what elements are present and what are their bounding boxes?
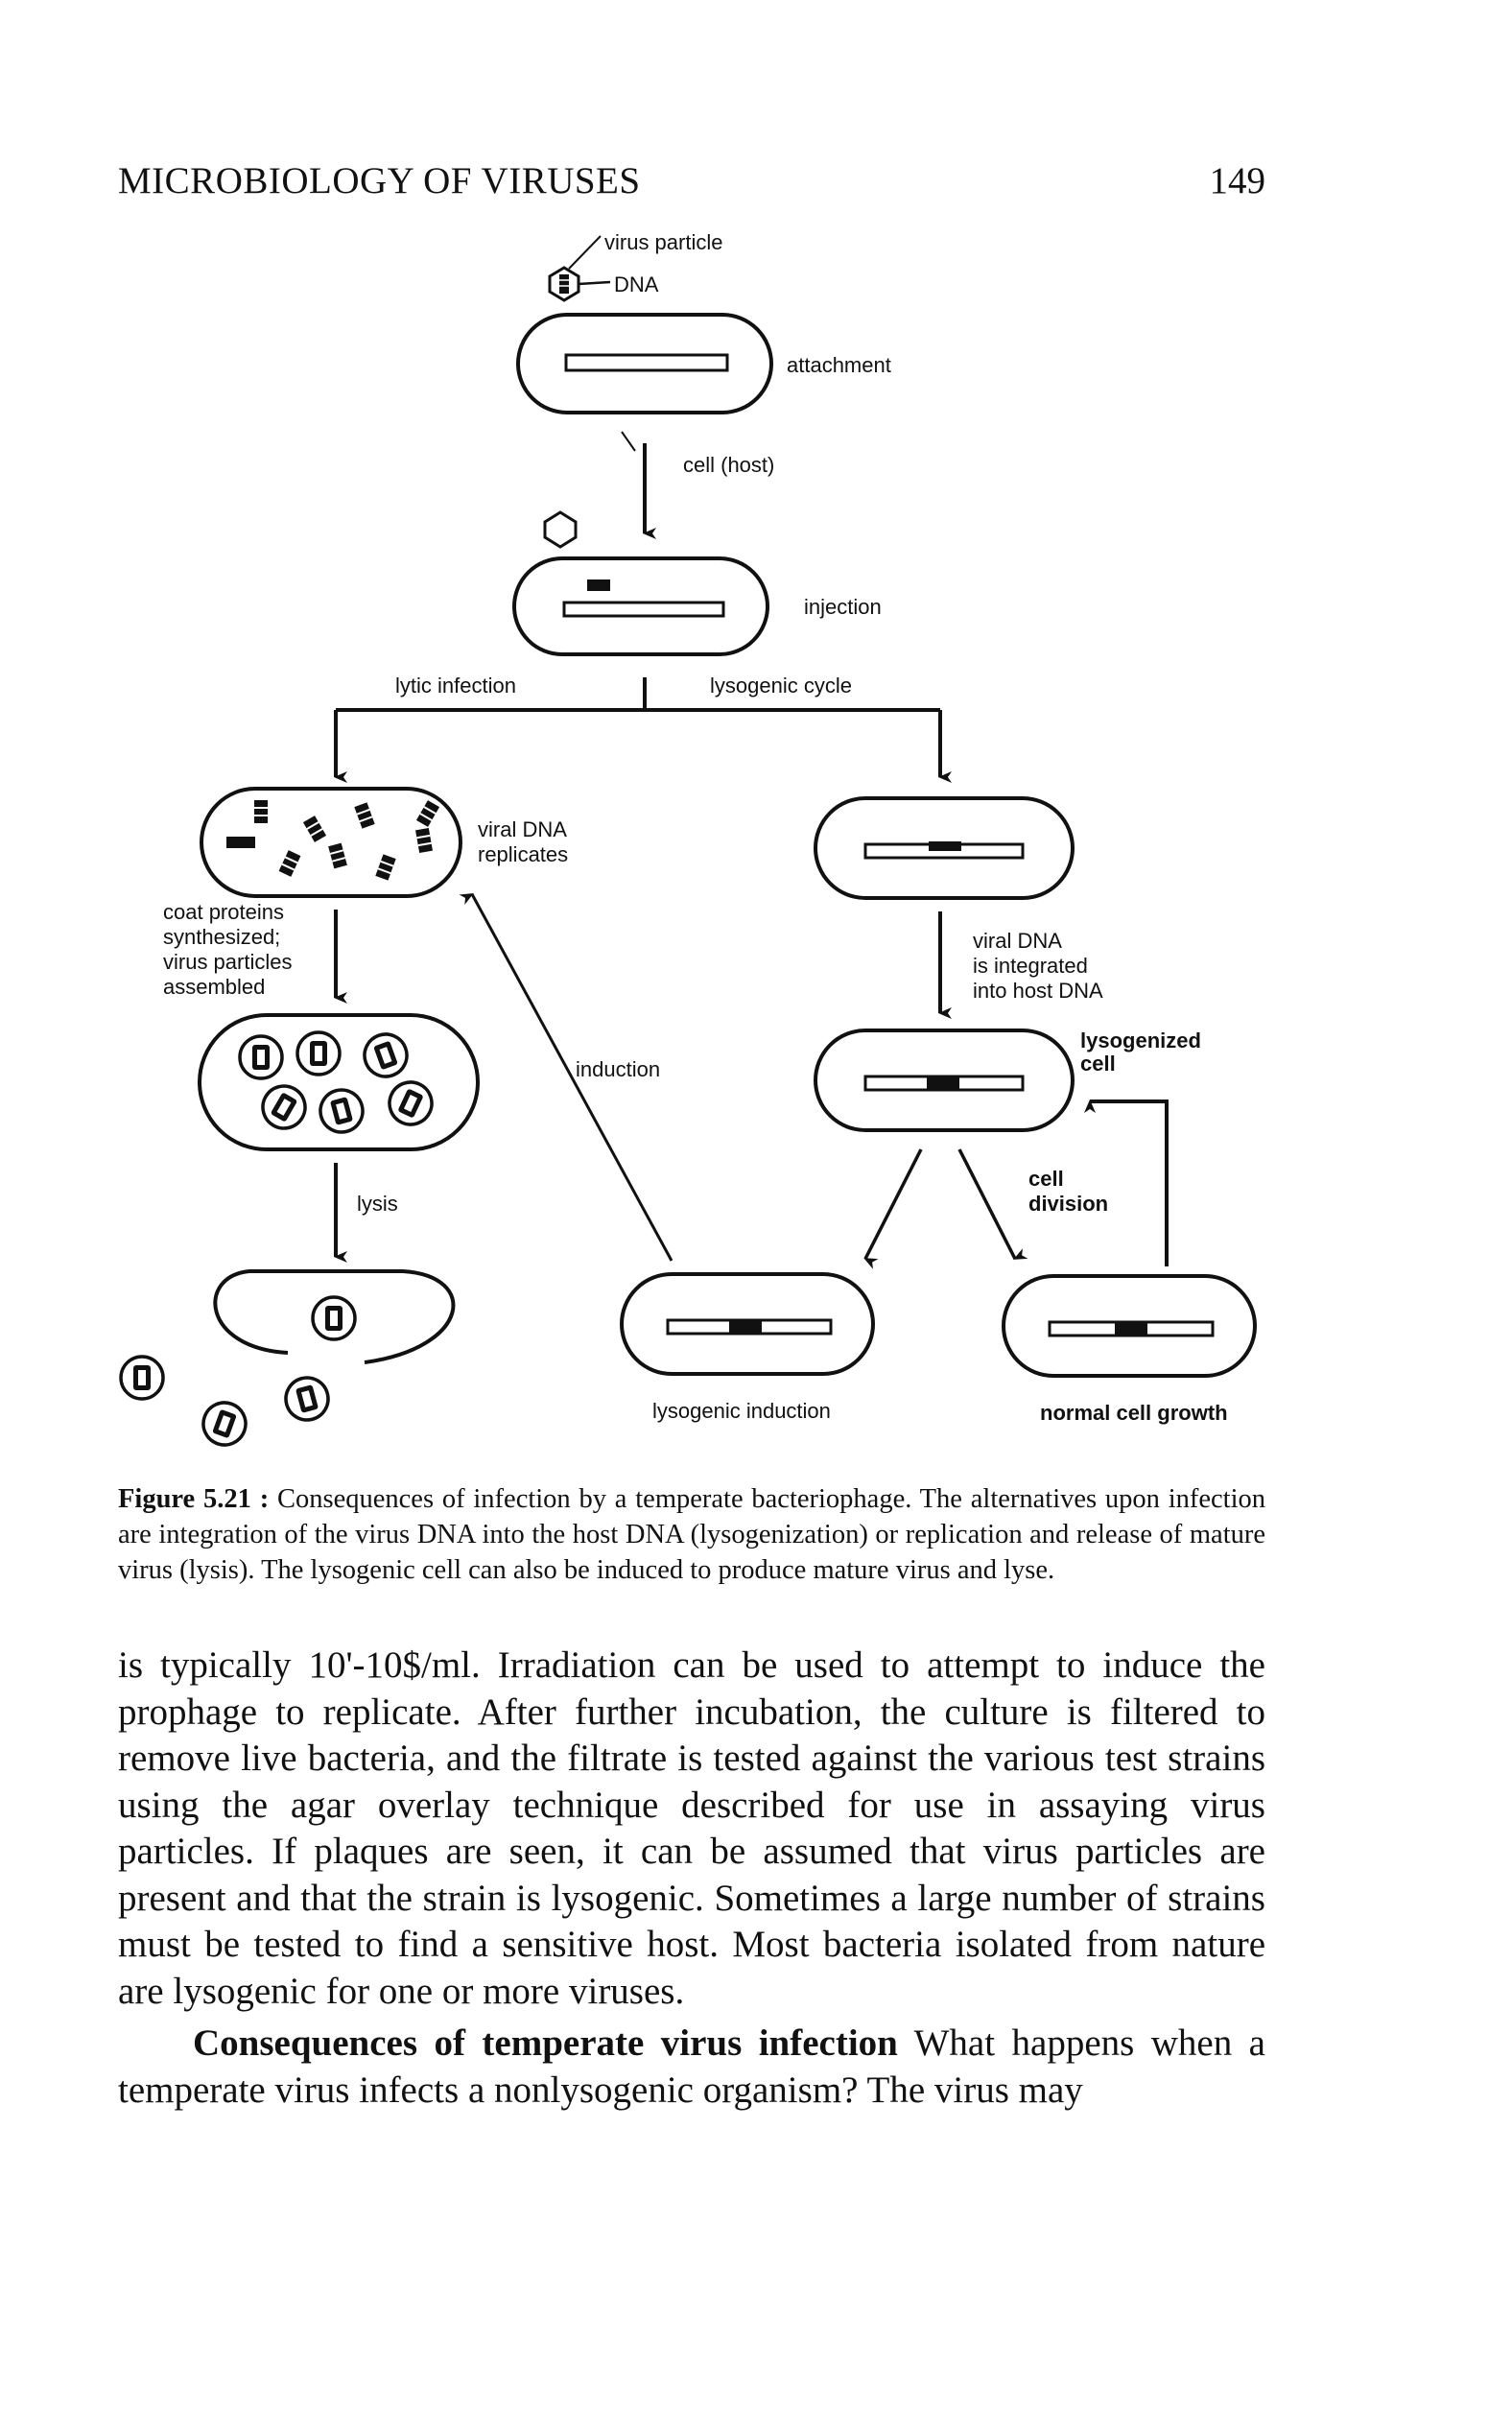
- division-arrow-left: [863, 1148, 923, 1269]
- virus-particle-label: virus particle: [604, 230, 722, 254]
- division-arrow-right: [957, 1148, 1028, 1260]
- lysed-cell: [119, 1269, 456, 1453]
- lysogenized-cell: [814, 1029, 1075, 1132]
- prophage-cell: [814, 796, 1075, 900]
- integrated-label-2: is integrated: [973, 954, 1088, 978]
- viral-dna-replicates-label-1: viral DNA: [478, 817, 567, 841]
- coat-proteins-label-4: assembled: [163, 975, 265, 999]
- coat-proteins-label-1: coat proteins: [163, 900, 284, 924]
- body-paragraph-2-text: What happens when a temperate virus infe…: [118, 2022, 1265, 2111]
- attachment-label: attachment: [787, 353, 891, 377]
- assembled-virions-cell: [198, 1013, 480, 1151]
- viral-dna-replicates-label-2: replicates: [478, 842, 568, 866]
- section-runin-heading: Consequences of temperate virus infectio…: [193, 2022, 898, 2064]
- growth-feedback-arrow: [1084, 1100, 1169, 1266]
- body-paragraph-1: is typically 10'-10$/ml. Irradiation can…: [118, 1644, 1265, 2012]
- coat-proteins-label-2: synthesized;: [163, 925, 280, 949]
- coat-proteins-label-3: virus particles: [163, 950, 292, 974]
- integrated-label-1: viral DNA: [973, 929, 1062, 953]
- injection-label: injection: [804, 595, 882, 619]
- cell-host-label: cell (host): [683, 453, 774, 477]
- figure-caption: Figure 5.21 : Consequences of infection …: [118, 1481, 1265, 1588]
- lysogenic-induction-cell: [620, 1272, 875, 1376]
- lysogenized-cell-label-1: lysogenized: [1080, 1029, 1201, 1052]
- running-title: MICROBIOLOGY OF VIRUSES: [118, 160, 641, 201]
- replicating-cell: [200, 787, 462, 898]
- lysogenic-induction-label: lysogenic induction: [652, 1399, 831, 1423]
- lysis-label: lysis: [357, 1192, 398, 1216]
- lysogenic-cycle-label: lysogenic cycle: [710, 674, 852, 698]
- attachment-cell: [516, 313, 773, 414]
- induction-arrow: [459, 893, 673, 1262]
- figure-label: Figure 5.21 :: [118, 1484, 270, 1514]
- normal-cell-growth-label: normal cell growth: [1040, 1401, 1228, 1425]
- lysogeny-diagram: virus particle DNA attachment cell (host…: [119, 230, 1257, 1453]
- lytic-infection-label: lytic infection: [395, 674, 516, 698]
- page-number: 149: [1209, 160, 1266, 201]
- integrated-label-3: into host DNA: [973, 979, 1103, 1003]
- cell-division-label-1: cell: [1028, 1167, 1064, 1191]
- figure-caption-text: Consequences of infection by a temperate…: [118, 1484, 1266, 1585]
- body-text: is typically 10'-10$/ml. Irradiation can…: [118, 1643, 1265, 2114]
- empty-capsid-icon: [543, 510, 578, 549]
- virus-particle-icon: [548, 266, 580, 302]
- induction-label: induction: [576, 1057, 660, 1081]
- normal-growth-cell: [1002, 1274, 1257, 1378]
- body-paragraph-2: Consequences of temperate virus infectio…: [118, 2021, 1265, 2114]
- lysogenized-cell-label-2: cell: [1080, 1052, 1116, 1076]
- cell-division-label-2: division: [1028, 1192, 1108, 1216]
- dna-label: DNA: [614, 272, 659, 296]
- injection-cell: [512, 556, 769, 656]
